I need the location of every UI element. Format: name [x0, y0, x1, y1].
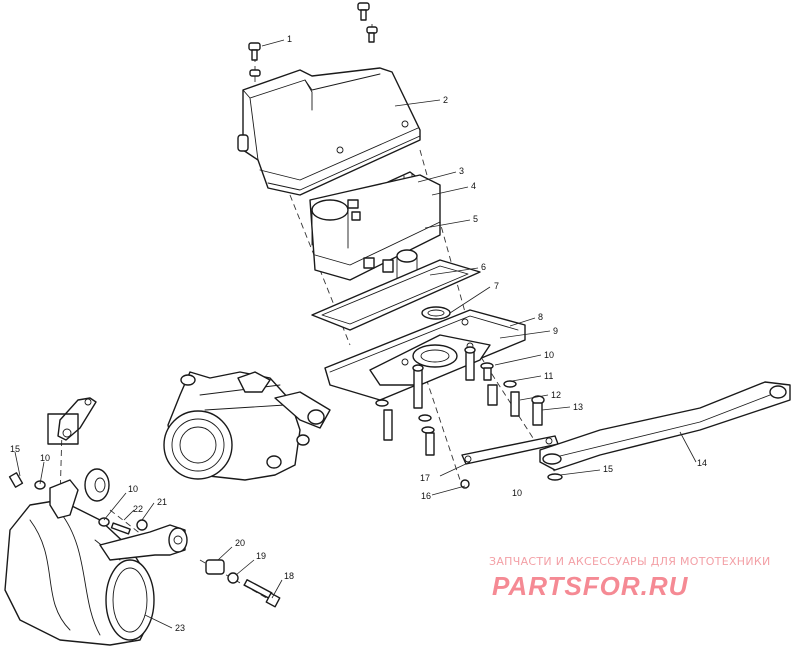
callout-20: 20 — [235, 538, 245, 548]
callout-22: 22 — [133, 504, 143, 514]
part-8-9-base-plate — [324, 309, 526, 401]
callout-10: 10 — [512, 488, 522, 498]
callout-5: 5 — [473, 214, 478, 224]
callout-15: 15 — [603, 464, 613, 474]
callout-21: 21 — [157, 497, 167, 507]
callout-10: 10 — [128, 484, 138, 494]
part-1-screws — [248, 2, 378, 77]
throttle-body — [163, 371, 331, 481]
callout-13: 13 — [573, 402, 583, 412]
part-23-intake-boot — [4, 499, 155, 646]
callout-12: 12 — [551, 390, 561, 400]
part-2-airbox-cover — [237, 67, 421, 196]
part-10-13-fasteners — [375, 346, 545, 456]
watermark-logo: PARTSFOR.RU — [492, 571, 689, 601]
part-5-airbox-body — [309, 174, 441, 291]
callout-23: 23 — [175, 623, 185, 633]
leader-lines — [14, 39, 697, 629]
callout-15: 15 — [10, 444, 20, 454]
callout-19: 19 — [256, 551, 266, 561]
callout-2: 2 — [443, 95, 448, 105]
callout-7: 7 — [494, 281, 499, 291]
watermark: ЗАПЧАСТИ И АКСЕССУАРЫ ДЛЯ МОТОТЕХНИКИ PA… — [489, 555, 771, 601]
callout-14: 14 — [697, 458, 707, 468]
callout-4: 4 — [471, 181, 476, 191]
callout-6: 6 — [481, 262, 486, 272]
callout-1: 1 — [287, 34, 292, 44]
callout-11: 11 — [544, 371, 553, 381]
part-14-17-linkage — [460, 381, 791, 489]
callout-17: 17 — [420, 473, 430, 483]
callout-10: 10 — [544, 350, 554, 360]
callout-10: 10 — [40, 453, 50, 463]
part-6-7-gaskets — [311, 259, 481, 331]
callout-16: 16 — [421, 491, 431, 501]
callout-3: 3 — [459, 166, 464, 176]
callout-labels: 1 2 3 4 5 6 7 8 9 10 11 12 13 14 15 10 1… — [10, 34, 707, 633]
callout-9: 9 — [553, 326, 558, 336]
callout-8: 8 — [538, 312, 543, 322]
watermark-caption: ЗАПЧАСТИ И АКСЕССУАРЫ ДЛЯ МОТОТЕХНИКИ — [489, 555, 771, 568]
lower-left-bracket — [47, 397, 188, 561]
part-18-22-fasteners — [8, 472, 281, 608]
callout-18: 18 — [284, 571, 294, 581]
